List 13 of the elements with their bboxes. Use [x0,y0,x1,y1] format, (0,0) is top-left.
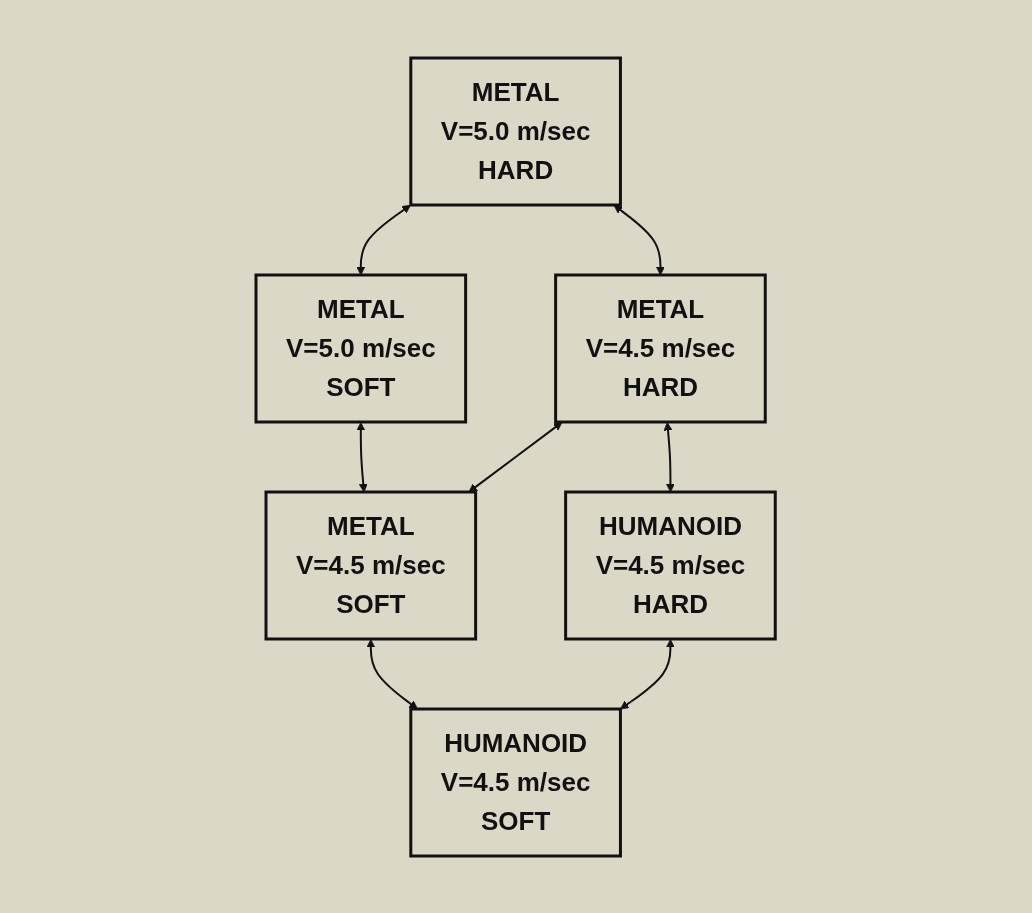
arrow [366,638,419,709]
node-box: METAL V=5.0 m/sec SOFT [254,273,468,423]
node-box: HUMANOID V=4.5 m/sec SOFT [409,707,623,857]
arrow [468,421,563,492]
node-box: HUMANOID V=4.5 m/sec HARD [564,490,778,640]
arrow [614,204,666,275]
node-box: METAL V=4.5 m/sec SOFT [264,490,478,640]
arrow [620,638,676,709]
node-box: METAL V=4.5 m/sec HARD [554,273,768,423]
node-box: METAL V=5.0 m/sec HARD [409,56,623,206]
arrow [356,204,412,275]
arrow [663,421,676,492]
arrow [356,421,369,492]
